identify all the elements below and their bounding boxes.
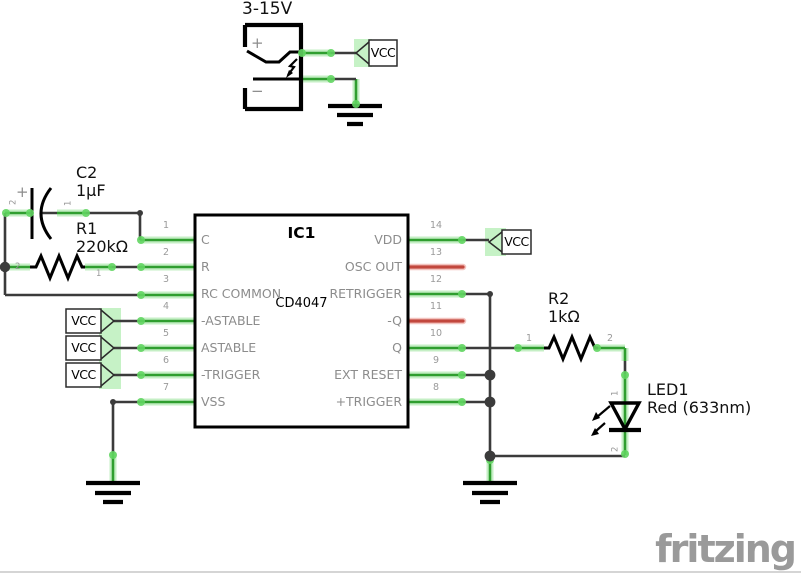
ic-pin-label-vss: VSS	[201, 394, 226, 409]
led-emission-arrows-icon	[591, 405, 611, 436]
r1-pin1-label: 1	[96, 269, 102, 279]
vcc-flag-top-label[interactable]: VCC	[370, 45, 396, 60]
ic-pin-number-11: 11	[429, 301, 443, 312]
ic-part-label: CD4047	[275, 296, 328, 311]
ic-pin-number-13: 13	[429, 247, 443, 258]
vcc-flag-left-1-label[interactable]: VCC	[71, 313, 96, 328]
c2-pin1-label: 1	[63, 200, 74, 206]
ic-pin-number-12: 12	[429, 274, 443, 285]
r2-pin1-label: 1	[525, 333, 533, 344]
c2-pin2-label: 2	[8, 199, 19, 205]
r1-value-label[interactable]: 220kΩ	[76, 237, 129, 256]
r2-ref-label[interactable]: R2	[548, 289, 570, 308]
led1-pin2-label: 2	[610, 446, 621, 452]
wires-green[interactable]	[5, 51, 627, 482]
bolt-icon	[286, 70, 293, 78]
ic-pin-label-neg-trigger: -TRIGGER	[201, 367, 261, 382]
ic-pin-number-14: 14	[429, 220, 443, 231]
led-symbol[interactable]	[591, 401, 642, 436]
resistor-r2-symbol[interactable]	[544, 333, 598, 363]
ic-pin-label-ext-reset: EXT RESET	[334, 367, 402, 382]
c2-ref-label[interactable]: C2	[76, 163, 98, 182]
ic-pin-number-3: 3	[162, 274, 170, 285]
ic-pin-number-8: 8	[432, 382, 440, 393]
ic-pin-label-neg-q: -Q	[387, 313, 402, 328]
r1-ref-label[interactable]: R1	[76, 219, 98, 238]
ic-pin-label-r: R	[201, 259, 210, 274]
vcc-flag-left-shapes[interactable]	[65, 308, 116, 388]
ic-pin-label-pos-trigger: +TRIGGER	[335, 394, 402, 409]
window-bottom-edge	[0, 571, 801, 573]
led1-ref-label[interactable]: LED1	[647, 380, 689, 399]
battery-plus-terminal-label: +	[251, 34, 264, 52]
ic-pin-label-neg-astable: -ASTABLE	[201, 313, 261, 328]
wires-dark[interactable]	[3, 51, 627, 458]
ic-ref-label[interactable]: IC1	[287, 224, 316, 242]
resistor-r1-symbol[interactable]	[30, 252, 85, 282]
ic-pin-label-astable: ASTABLE	[201, 340, 257, 355]
r2-pin2-label: 2	[606, 333, 614, 344]
battery-symbol[interactable]	[242, 22, 304, 112]
c2-plus-mark: +	[16, 183, 29, 201]
wires-red-stubs[interactable]	[405, 263, 467, 325]
ic-pin-number-2: 2	[162, 247, 170, 258]
r2-value-label[interactable]: 1kΩ	[548, 307, 580, 326]
ic-pin-label-osc-out: OSC OUT	[344, 259, 402, 274]
led1-pin1-label: 1	[610, 390, 621, 396]
fritzing-watermark: fritzing	[655, 527, 797, 571]
vcc-flag-right-label[interactable]: VCC	[504, 234, 529, 249]
led1-value-label[interactable]: Red (633nm)	[647, 398, 752, 417]
ic-pin-number-5: 5	[162, 328, 170, 339]
ic-pin-number-9: 9	[432, 355, 440, 366]
ic-pin-number-7: 7	[162, 382, 170, 393]
ic-pin-label-q: Q	[392, 340, 402, 355]
r1-pin2-label: 2	[15, 262, 21, 272]
ic-pin-number-4: 4	[162, 301, 170, 312]
ic-pin-label-c: C	[201, 232, 210, 247]
vcc-flag-top-shape[interactable]	[354, 39, 398, 67]
ground-symbol-top[interactable]	[328, 103, 382, 127]
ic-pin-number-1: 1	[162, 220, 170, 231]
ic-pin-number-6: 6	[162, 355, 170, 366]
ic-pin-label-retrigger: RETRIGGER	[329, 286, 402, 301]
ic-pin-label-rc-common: RC COMMON	[201, 286, 282, 301]
ic-body[interactable]	[193, 213, 410, 429]
vcc-flag-left-3-label[interactable]: VCC	[71, 367, 96, 382]
junction-dots	[0, 210, 496, 462]
vcc-flag-left-2-label[interactable]: VCC	[71, 340, 96, 355]
vcc-flag-right-shape[interactable]	[487, 229, 532, 255]
ground-symbol-right[interactable]	[463, 480, 517, 505]
ic-pin-number-10: 10	[429, 328, 443, 339]
c2-value-label[interactable]: 1µF	[76, 181, 106, 200]
ground-symbol-left[interactable]	[86, 480, 140, 505]
power-voltage-label[interactable]: 3-15V	[242, 0, 293, 19]
battery-minus-terminal-label: −	[251, 82, 264, 100]
ic-pin-label-vdd: VDD	[374, 232, 402, 247]
